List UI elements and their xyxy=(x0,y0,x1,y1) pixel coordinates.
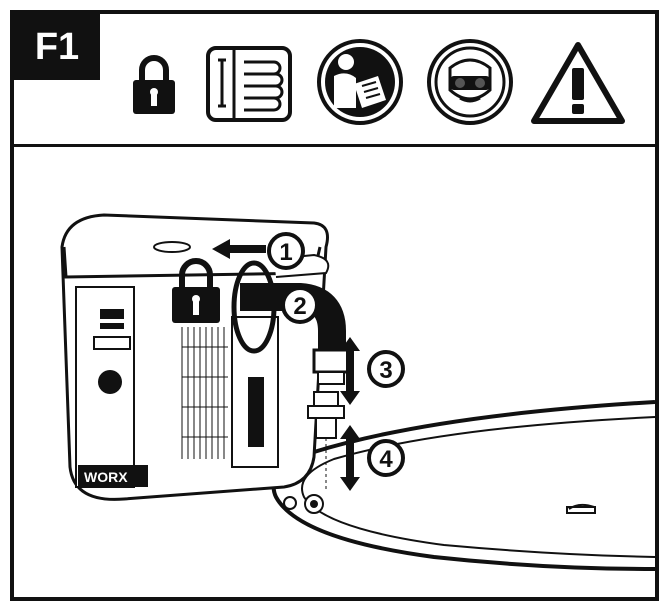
arrow-step-4 xyxy=(340,425,360,491)
step-callout-4: 4 xyxy=(367,439,405,477)
figure-label: F1 xyxy=(14,14,100,80)
brand-label: WORX xyxy=(84,469,128,485)
installation-scene: WORX xyxy=(60,213,655,571)
step-callout-2: 2 xyxy=(281,286,319,324)
heating-coil-icon xyxy=(206,46,292,122)
pool-inlet xyxy=(283,494,324,514)
hose-connector xyxy=(307,391,345,492)
figure-frame: F1 xyxy=(10,10,659,601)
step-number-2: 2 xyxy=(293,293,306,320)
lock-badge-icon xyxy=(172,258,220,323)
read-manual-icon xyxy=(317,39,403,125)
step-number-3: 3 xyxy=(379,357,392,384)
arrow-step-3 xyxy=(340,337,360,405)
safety-goggles-icon xyxy=(427,39,513,125)
pool xyxy=(271,400,655,571)
icon-header: F1 xyxy=(14,14,655,147)
warning-icon xyxy=(531,42,625,124)
arrow-step-1 xyxy=(212,239,266,259)
step-callout-3: 3 xyxy=(367,350,405,388)
lock-icon xyxy=(133,55,175,114)
step-callout-1: 1 xyxy=(267,232,305,270)
step-number-1: 1 xyxy=(279,239,292,266)
step-number-4: 4 xyxy=(379,446,393,473)
